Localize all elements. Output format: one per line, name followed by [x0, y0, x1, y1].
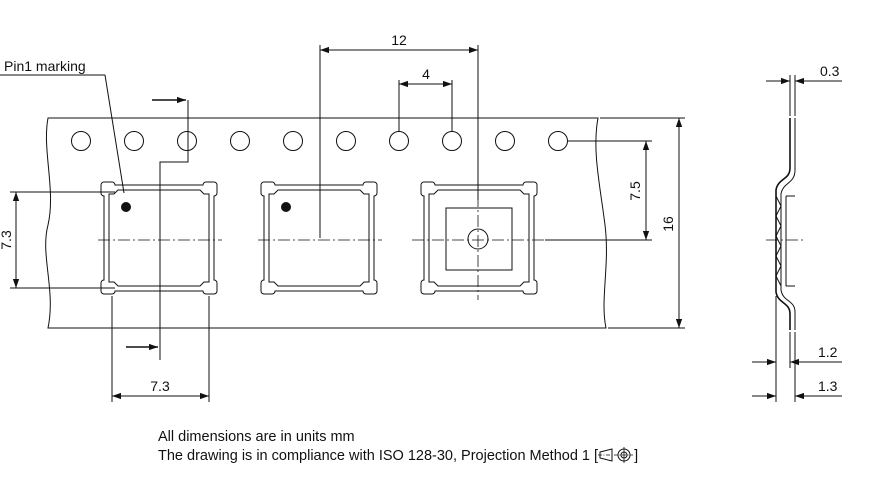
sprocket-hole [71, 131, 91, 151]
section-line [126, 96, 189, 360]
dim-0-3-text: 0.3 [820, 63, 840, 79]
pin1-label: Pin1 marking [4, 58, 86, 74]
dim-1-3 [752, 332, 842, 402]
sprocket-hole [230, 131, 250, 151]
pocket-hole [467, 228, 489, 250]
sprocket-hole [495, 131, 515, 151]
dim-7-3-vertical-text: 7.3 [0, 230, 14, 250]
sprocket-holes [71, 131, 568, 151]
dim-1-2-text: 1.2 [818, 344, 838, 360]
pin1-leader [0, 74, 125, 194]
pocket-3 [420, 181, 538, 295]
dim-1-2 [752, 296, 842, 368]
dim-7-5-text: 7.5 [627, 181, 643, 201]
dim-4-text: 4 [422, 66, 430, 82]
sprocket-hole [336, 131, 356, 151]
sprocket-hole [442, 131, 462, 151]
dim-1-3-text: 1.3 [818, 378, 838, 394]
note-units: All dimensions are in units mm [158, 429, 355, 445]
sprocket-hole [177, 131, 197, 151]
sprocket-hole [283, 131, 303, 151]
dim-7-3-horizontal-text: 7.3 [150, 378, 170, 394]
dim-12 [319, 45, 479, 238]
pin1-dot [121, 202, 131, 212]
note-compliance-text: The drawing is in compliance with ISO 12… [158, 448, 599, 464]
dim-7-3-horizontal [111, 296, 210, 402]
pin1-dot [281, 202, 291, 212]
first-angle-projection-icon [598, 447, 634, 463]
dim-7-3-vertical [10, 191, 115, 289]
sprocket-hole [548, 131, 568, 151]
dim-16 [600, 117, 685, 329]
note-compliance: The drawing is in compliance with ISO 12… [158, 447, 638, 466]
sprocket-hole [124, 131, 144, 151]
pocket-1 [100, 181, 218, 295]
center-lines [98, 195, 804, 300]
pocket-2 [260, 181, 378, 295]
drawing-notes: All dimensions are in units mm The drawi… [158, 428, 638, 466]
dim-16-text: 16 [660, 216, 676, 232]
dim-4 [398, 80, 453, 131]
dim-0-3 [766, 75, 842, 116]
note-compliance-suffix: ] [634, 448, 639, 464]
side-section-view [775, 118, 796, 330]
dim-7-5 [545, 140, 652, 241]
dim-12-text: 12 [391, 32, 407, 48]
tape-outline [45, 117, 607, 329]
sprocket-hole [389, 131, 409, 151]
